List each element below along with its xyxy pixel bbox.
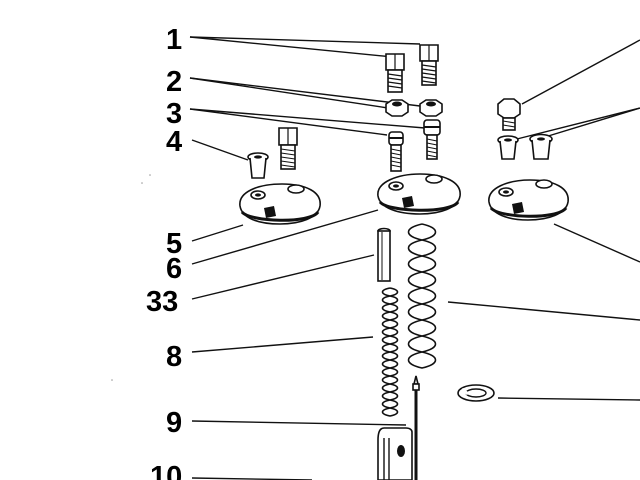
stud-3-right [423, 119, 441, 160]
leader-right-3 [553, 223, 640, 263]
callout-numbers: 1 2 3 4 5 6 33 8 9 10 [146, 24, 182, 480]
leader-1a [189, 36, 394, 58]
plate-right [488, 179, 569, 221]
leader-8 [191, 336, 374, 353]
leader-2b [189, 77, 421, 107]
callout-4: 4 [166, 126, 182, 158]
leader-right-2a [544, 107, 640, 138]
callout-33: 33 [146, 286, 178, 318]
body-10 [377, 427, 413, 480]
bolt-left-group [278, 127, 298, 170]
leader-3a [189, 108, 388, 136]
leader-3b [189, 108, 426, 129]
clip [457, 384, 495, 402]
leader-right-4 [447, 301, 640, 321]
plate-5 [239, 183, 321, 225]
leader-2a [189, 77, 389, 109]
callout-3: 3 [166, 98, 182, 130]
small-spring-8 [381, 287, 399, 417]
stud-3-left [388, 131, 404, 172]
callout-9: 9 [166, 407, 182, 439]
callout-8: 8 [166, 341, 182, 373]
callout-1: 1 [166, 24, 182, 56]
leader-5 [191, 224, 244, 242]
bolt-right-group [497, 98, 521, 131]
pin-33 [377, 227, 391, 282]
leader-9 [191, 420, 407, 426]
bushing-4 [247, 152, 269, 179]
bolt-1-left [385, 53, 405, 93]
callout-5: 5 [166, 228, 182, 260]
callout-10: 10 [150, 461, 182, 480]
nut-2-right [419, 99, 443, 117]
plate-center [377, 173, 461, 215]
callout-2: 2 [166, 66, 182, 98]
bushing-right-a [497, 135, 519, 160]
large-spring [407, 223, 437, 369]
leader-lines [189, 36, 640, 480]
callout-6: 6 [166, 253, 182, 285]
scan-speckles [111, 174, 151, 381]
leader-right-2b [512, 107, 640, 141]
bolt-1-right [419, 44, 439, 86]
leader-4 [191, 139, 249, 161]
leader-33 [191, 254, 375, 300]
leader-6 [191, 209, 379, 265]
nut-2-left [385, 99, 409, 117]
leader-right-5 [497, 397, 640, 401]
leader-right-1 [521, 39, 640, 105]
needle-9 [412, 375, 420, 480]
bushing-right-b [529, 133, 553, 160]
leader-1b [189, 36, 421, 45]
